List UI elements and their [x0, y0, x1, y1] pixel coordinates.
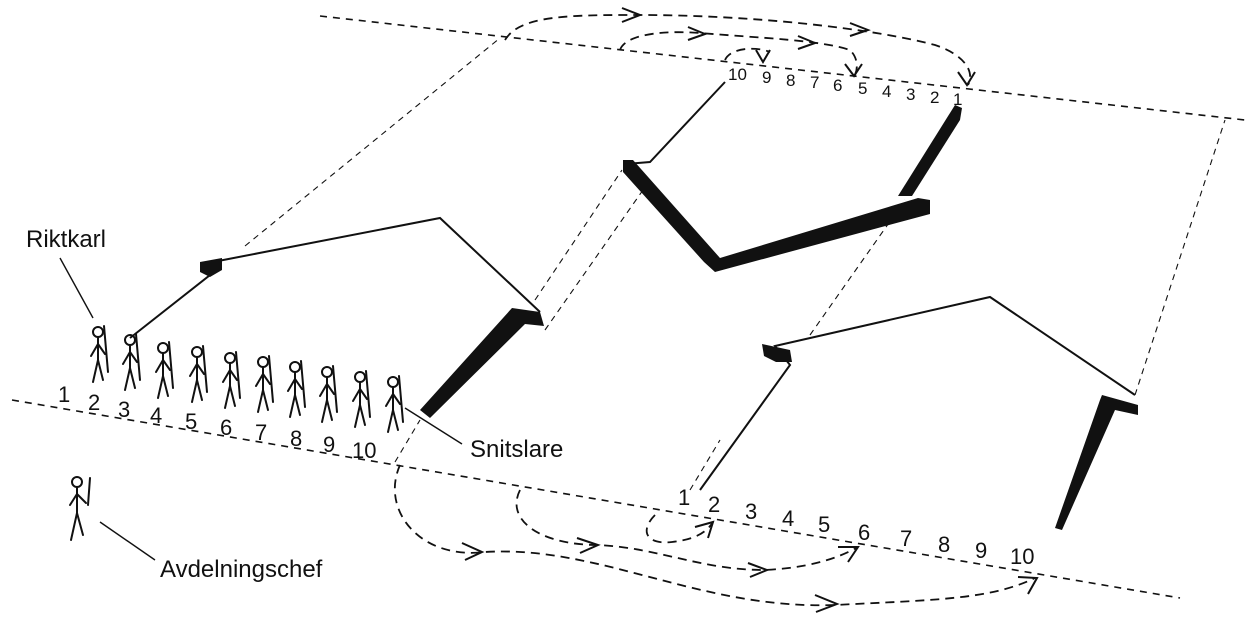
- snitslare-label: Snitslare: [470, 436, 563, 463]
- back-number: 5: [858, 79, 867, 98]
- front-baseline: [11, 399, 1181, 599]
- front-right-number: 6: [858, 520, 870, 545]
- base-lines: [11, 15, 1246, 599]
- riktkarl-pointer: [59, 257, 94, 319]
- soldier-figure: [352, 370, 371, 428]
- soldier-row: [90, 325, 404, 433]
- soldier-figure: [90, 325, 109, 383]
- back-baseline: [319, 15, 1246, 121]
- front-right-number: 10: [1010, 544, 1034, 569]
- soldier-figure: [189, 345, 208, 403]
- house-left-wall-right: [420, 308, 544, 418]
- movement-arcs-back: [504, 7, 976, 87]
- arrowhead: [838, 546, 860, 563]
- avdelningschef-figure: [69, 476, 91, 541]
- front-left-number: 7: [255, 420, 267, 445]
- house-right-wall-right: [1055, 395, 1138, 530]
- back-number: 8: [786, 71, 795, 90]
- soldier-figure: [385, 375, 404, 433]
- front-left-number: 3: [118, 397, 130, 422]
- soldier-figure: [222, 351, 241, 409]
- house-right-eave-left: [762, 344, 792, 362]
- arc-outer: [394, 464, 1036, 607]
- house-left: [129, 216, 544, 418]
- house-top-side-left: [624, 81, 726, 165]
- house-left-roof: [129, 216, 541, 339]
- soldier-figure: [122, 333, 141, 391]
- house-top-side-right: [898, 105, 962, 196]
- arrowhead: [844, 63, 863, 78]
- arrowhead: [814, 594, 840, 613]
- back-numbers: 10 9 8 7 6 5 4 3 2 1: [728, 65, 962, 109]
- front-left-number: 4: [150, 403, 162, 428]
- arrowhead: [621, 7, 643, 23]
- soldier-figure: [319, 365, 338, 423]
- front-left-number: 8: [290, 426, 302, 451]
- arc-inner: [645, 514, 714, 544]
- back-number: 7: [810, 73, 819, 92]
- front-left-number: 1: [58, 382, 70, 407]
- house-top-floor: [623, 160, 930, 272]
- snitslare-pointer: [404, 407, 463, 445]
- connector-line: [244, 37, 501, 247]
- avdelningschef-pointer: [99, 521, 156, 561]
- arrowhead: [687, 26, 708, 41]
- house-right-roof: [699, 295, 1136, 491]
- house-left-eave-left: [200, 258, 222, 277]
- front-left-number: 5: [185, 409, 197, 434]
- movement-arcs-front: [394, 464, 1039, 613]
- front-left-number: 6: [220, 415, 232, 440]
- back-number: 6: [833, 76, 842, 95]
- connector-line: [534, 169, 623, 301]
- front-right-number: 4: [782, 506, 794, 531]
- avdelningschef-label: Avdelningschef: [160, 556, 323, 583]
- arrowhead: [849, 22, 871, 37]
- arrowhead: [694, 520, 715, 539]
- connector-line: [544, 179, 651, 331]
- arrowhead: [797, 35, 818, 50]
- front-left-number: 2: [88, 390, 100, 415]
- front-right-number: 8: [938, 532, 950, 557]
- arrowhead: [461, 542, 485, 561]
- soldier-figure: [287, 360, 306, 418]
- front-right-number: 2: [708, 492, 720, 517]
- back-number: 2: [930, 88, 939, 107]
- front-right-number: 5: [818, 512, 830, 537]
- front-right-numbers: 1 2 3 4 5 6 7 8 9 10: [678, 485, 1034, 569]
- arc-middle: [515, 489, 859, 571]
- front-left-number: 10: [352, 438, 376, 463]
- back-number: 4: [882, 82, 891, 101]
- front-left-numbers: 1 2 3 4 5 6 7 8 9 10: [58, 382, 376, 463]
- front-right-number: 9: [975, 538, 987, 563]
- back-number: 1: [953, 90, 962, 109]
- front-right-number: 1: [678, 485, 690, 510]
- arrowhead: [957, 71, 976, 87]
- label-pointers: [59, 257, 463, 561]
- connector-line: [689, 439, 721, 491]
- arc-back-middle: [619, 31, 858, 76]
- connector-line: [394, 419, 421, 463]
- front-right-number: 7: [900, 526, 912, 551]
- arrowhead: [747, 562, 770, 578]
- arrowhead: [1017, 576, 1039, 595]
- house-top: [623, 81, 962, 272]
- front-right-number: 3: [745, 499, 757, 524]
- arrowhead: [576, 537, 601, 554]
- back-number: 3: [906, 85, 915, 104]
- arc-back-inner: [724, 47, 771, 61]
- arrowhead: [755, 49, 771, 64]
- soldier-figure: [155, 341, 174, 399]
- back-number: 9: [762, 68, 771, 87]
- front-left-number: 9: [323, 432, 335, 457]
- back-number: 10: [728, 65, 747, 84]
- riktkarl-label: Riktkarl: [26, 226, 106, 253]
- house-right: [699, 295, 1138, 530]
- soldier-figure: [255, 355, 274, 413]
- arc-back-outer: [504, 14, 972, 86]
- connector-line: [1134, 119, 1226, 396]
